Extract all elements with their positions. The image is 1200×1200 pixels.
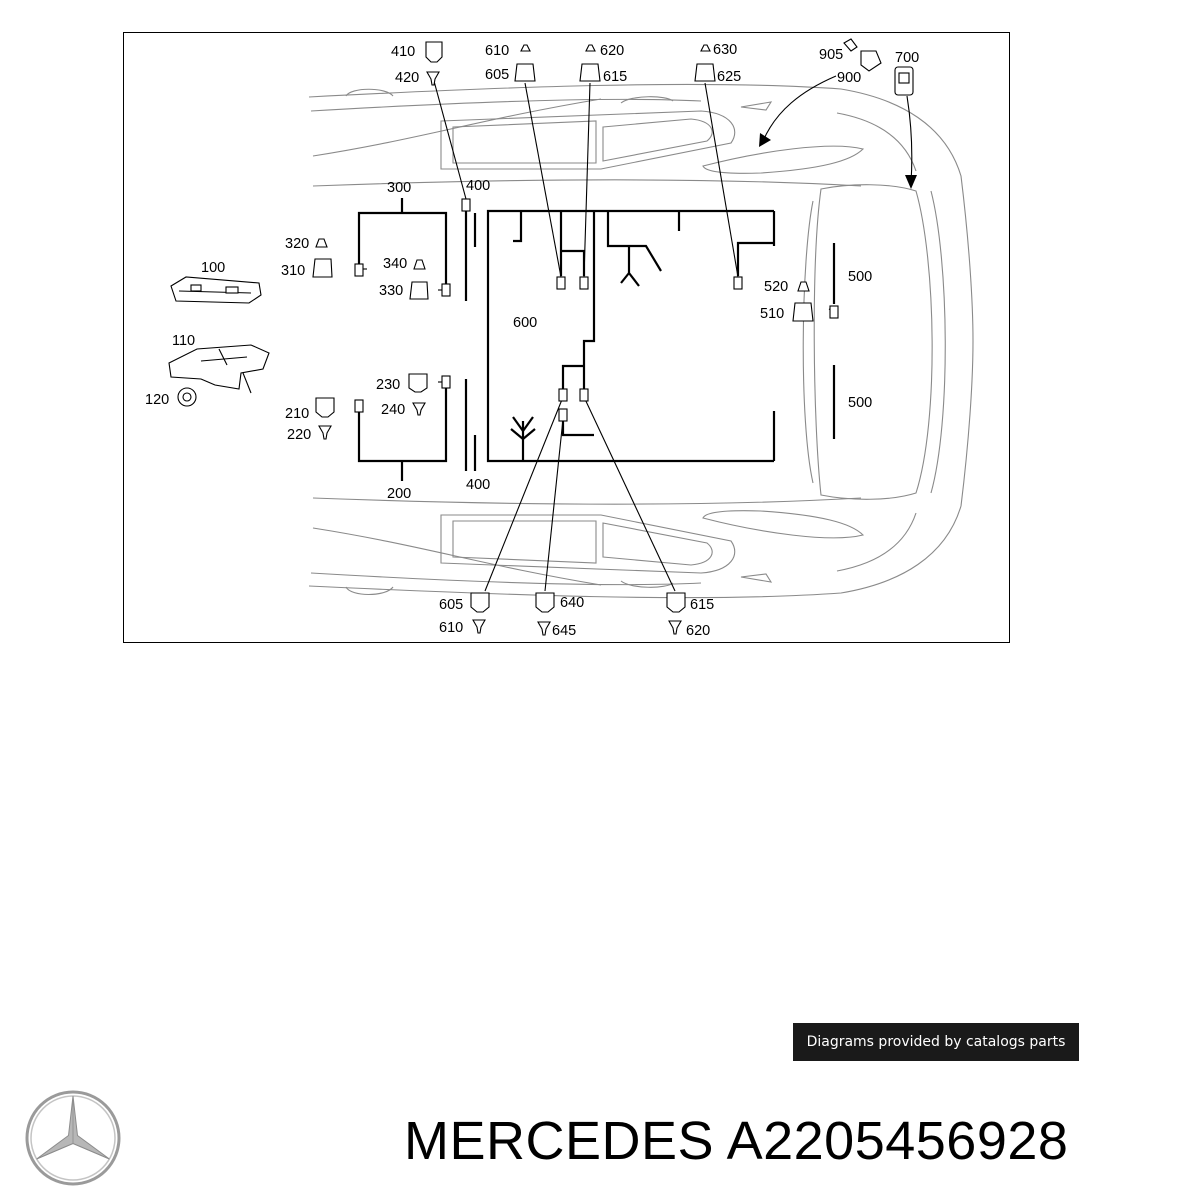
- label-200: 200: [387, 486, 411, 502]
- label-640: 640: [560, 595, 584, 611]
- part-210-icon: [315, 397, 335, 418]
- part-610b-icon: [472, 619, 486, 634]
- part-110-icon: [168, 344, 270, 390]
- brand-name: MERCEDES: [404, 1111, 715, 1171]
- part-610a-icon: [520, 44, 531, 52]
- label-600: 600: [513, 315, 537, 331]
- label-220: 220: [287, 427, 311, 443]
- label-410: 410: [391, 44, 415, 60]
- wiring-diagram: 410 420 610 605 620 615 630 625 905 900 …: [123, 32, 1010, 643]
- part-645-icon: [537, 621, 551, 636]
- part-615a-icon: [579, 63, 601, 82]
- part-100-icon: [170, 276, 262, 304]
- part-220-icon: [318, 425, 332, 440]
- label-120: 120: [145, 392, 169, 408]
- caption-badge: Diagrams provided by catalogs parts: [793, 1023, 1079, 1061]
- wiring-harness: [357, 198, 836, 481]
- label-645: 645: [552, 623, 576, 639]
- part-905-icon: [843, 38, 858, 52]
- label-400-top: 400: [466, 178, 490, 194]
- label-320: 320: [285, 236, 309, 252]
- label-630: 630: [713, 42, 737, 58]
- label-605: 605: [485, 67, 509, 83]
- part-900-icon: [860, 50, 882, 72]
- part-605b-icon: [470, 592, 490, 613]
- harness-connectors: [354, 198, 839, 422]
- leader-lines: [359, 75, 917, 592]
- diagram-canvas: 410 420 610 605 620 615 630 625 905 900 …: [145, 38, 974, 639]
- label-310: 310: [281, 263, 305, 279]
- part-640-icon: [535, 592, 555, 613]
- label-500-top: 500: [848, 269, 872, 285]
- label-610: 610: [485, 43, 509, 59]
- part-number: A2205456928: [726, 1111, 1069, 1171]
- label-615-bottom: 615: [690, 597, 714, 613]
- label-500-bottom: 500: [848, 395, 872, 411]
- label-605-bottom: 605: [439, 597, 463, 613]
- part-labels: 410 420 610 605 620 615 630 625 905 900 …: [145, 42, 919, 639]
- product-title: MERCEDES A2205456928: [404, 1106, 1068, 1176]
- part-310-icon: [312, 258, 333, 278]
- part-630-icon: [700, 44, 711, 52]
- label-300: 300: [387, 180, 411, 196]
- label-610-bottom: 610: [439, 620, 463, 636]
- label-620: 620: [600, 43, 624, 59]
- label-420: 420: [395, 70, 419, 86]
- part-520-icon: [797, 281, 810, 292]
- part-620b-icon: [668, 620, 682, 635]
- part-615b-icon: [666, 592, 686, 613]
- label-110: 110: [172, 333, 195, 349]
- part-420-icon: [426, 71, 440, 86]
- label-520: 520: [764, 279, 788, 295]
- label-400-bottom: 400: [466, 477, 490, 493]
- label-510: 510: [760, 306, 784, 322]
- part-605a-icon: [514, 63, 536, 82]
- label-625: 625: [717, 69, 741, 85]
- part-230-icon: [408, 373, 428, 393]
- label-900: 900: [837, 70, 861, 86]
- label-210: 210: [285, 406, 309, 422]
- part-410-icon: [425, 41, 443, 63]
- part-510-icon: [792, 302, 814, 322]
- label-100: 100: [201, 260, 225, 276]
- label-330: 330: [379, 283, 403, 299]
- car-outline: [308, 83, 974, 599]
- part-240-icon: [412, 402, 426, 416]
- label-905: 905: [819, 47, 843, 63]
- part-330-icon: [409, 281, 429, 300]
- label-230: 230: [376, 377, 400, 393]
- label-620-bottom: 620: [686, 623, 710, 639]
- part-340-icon: [413, 259, 426, 270]
- mercedes-star-icon: [25, 1090, 121, 1186]
- label-340: 340: [383, 256, 407, 272]
- part-symbols: [168, 38, 914, 636]
- part-320-icon: [315, 238, 328, 248]
- label-240: 240: [381, 402, 405, 418]
- label-615: 615: [603, 69, 627, 85]
- part-620a-icon: [585, 44, 596, 52]
- part-625-icon: [694, 63, 716, 82]
- label-700: 700: [895, 50, 919, 66]
